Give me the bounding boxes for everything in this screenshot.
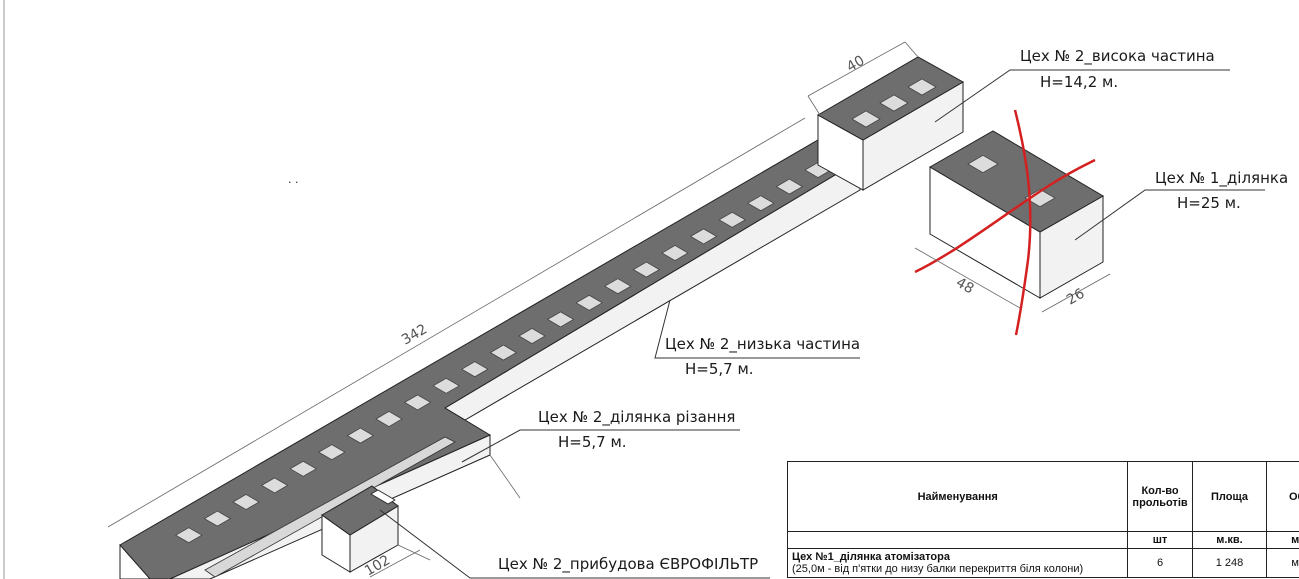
- dim-48: 48: [953, 275, 976, 298]
- label-eurofilter: Цех № 2_прибудова ЄВРОФІЛЬТР: [498, 555, 758, 574]
- skylight: [260, 477, 289, 494]
- header-volume: Об: [1266, 461, 1299, 532]
- skylight: [375, 410, 403, 428]
- label-section-1: Цех № 1_ділянка: [1155, 169, 1288, 188]
- table-header-row: Найменування Кол-во прольотів Площа Об: [786, 461, 1299, 532]
- unit-area: м.кв.: [1191, 531, 1268, 549]
- skylight: [432, 377, 460, 394]
- row1-name: Цех №1_ділянка атомізатора: [792, 551, 950, 563]
- spec-table: Найменування Кол-во прольотів Площа Об ш…: [786, 461, 1299, 578]
- header-name: Найменування: [786, 461, 1129, 532]
- skylight: [203, 510, 232, 527]
- skylight: [318, 444, 346, 461]
- cross-out-mark: [914, 109, 1096, 336]
- skylights-section-1: [967, 154, 1056, 208]
- building-section-1: [929, 130, 1104, 299]
- row1-note: (25,0м - від п'ятки до низу балки перекр…: [792, 563, 1084, 575]
- skylight: [907, 78, 937, 96]
- dim-342: 342: [399, 321, 430, 348]
- skylight: [775, 178, 804, 195]
- skylight: [289, 460, 317, 477]
- table-units-row: шт м.кв. м.: [786, 531, 1299, 549]
- skylight: [747, 195, 775, 212]
- skylight: [175, 527, 203, 544]
- skylight: [518, 327, 546, 345]
- label-cutting-height: Н=5,7 м.: [558, 433, 627, 451]
- skylight: [346, 427, 375, 444]
- unit-count: шт: [1127, 531, 1193, 549]
- label-low-part-height: Н=5,7 м.: [685, 360, 754, 378]
- skylight: [661, 244, 689, 262]
- units-name-empty: [786, 531, 1129, 549]
- skylight: [851, 110, 881, 128]
- dim-40: 40: [844, 53, 867, 76]
- skylights-high-part: [851, 78, 937, 128]
- label-high-part-height: Н=14,2 м.: [1040, 73, 1118, 91]
- skylight: [689, 228, 718, 245]
- skylight: [232, 493, 260, 511]
- skylight: [489, 344, 518, 361]
- unit-volume: м.: [1266, 531, 1299, 549]
- skylight: [575, 294, 603, 311]
- row1-count: 6: [1127, 548, 1193, 578]
- label-cutting: Цех № 2_ділянка різання: [538, 408, 735, 427]
- header-area: Площа: [1191, 461, 1268, 532]
- skylight: [1024, 188, 1056, 208]
- skylight: [632, 261, 661, 278]
- stray-dots: . .: [288, 173, 299, 186]
- skylight: [879, 94, 909, 112]
- row1-volume: м.: [1266, 548, 1299, 578]
- row1-area: 1 248: [1191, 548, 1268, 578]
- label-high-part: Цех № 2_висока частина: [1020, 47, 1215, 66]
- label-section-1-height: Н=25 м.: [1177, 194, 1241, 212]
- table-row: Цех №1_ділянка атомізатора (25,0м - від …: [786, 548, 1299, 578]
- skylight: [967, 154, 999, 174]
- skylight: [604, 278, 632, 295]
- leader-lines: [379, 69, 1265, 579]
- label-low-part: Цех № 2_низька частина: [665, 335, 860, 354]
- skylight: [461, 361, 489, 378]
- dim-26: 26: [1064, 286, 1088, 309]
- building-eurofilter: [321, 485, 399, 573]
- dimension-lines: [107, 41, 1111, 578]
- row1-name-cell: Цех №1_ділянка атомізатора (25,0м - від …: [786, 548, 1129, 578]
- header-count: Кол-во прольотів: [1127, 461, 1193, 532]
- skylight: [718, 211, 746, 228]
- skylight: [546, 311, 575, 328]
- skylight: [403, 394, 432, 411]
- cutting-skylight-strip: [204, 436, 456, 578]
